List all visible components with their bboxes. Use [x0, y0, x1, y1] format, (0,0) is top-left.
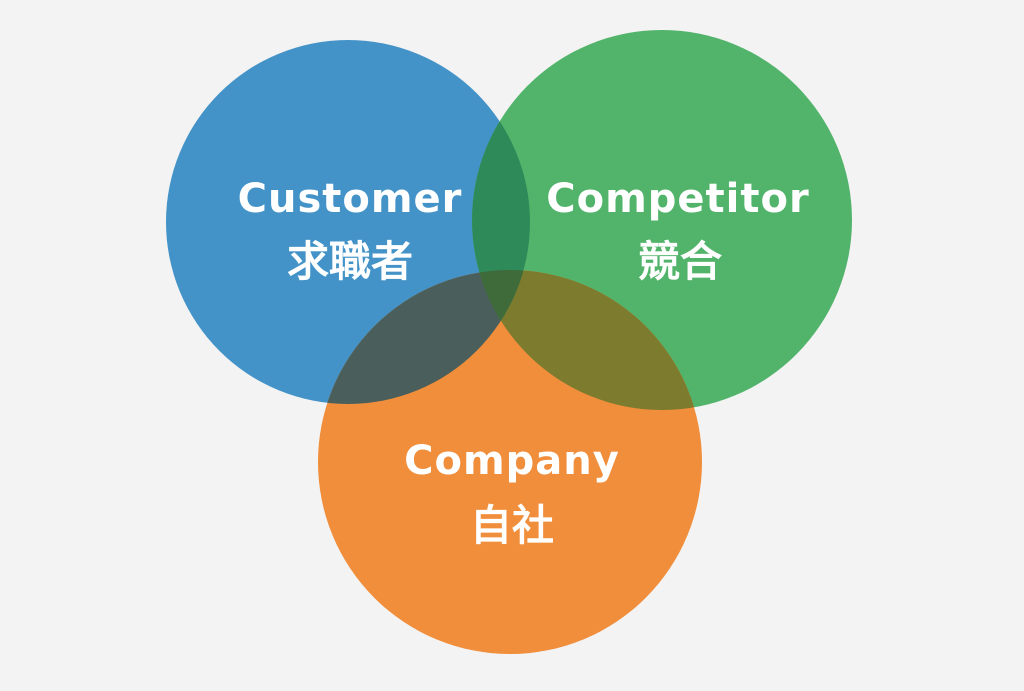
overlap-competitor-company — [472, 270, 702, 410]
customer-label-en: Customer — [238, 176, 463, 222]
competitor-label-jp: 競合 — [638, 237, 722, 286]
competitor-label-en: Competitor — [546, 176, 809, 222]
company-label-en: Company — [404, 438, 620, 484]
overlap-customer-company — [318, 270, 530, 404]
company-label-jp: 自社 — [470, 501, 554, 550]
customer-label-jp: 求職者 — [287, 237, 413, 286]
